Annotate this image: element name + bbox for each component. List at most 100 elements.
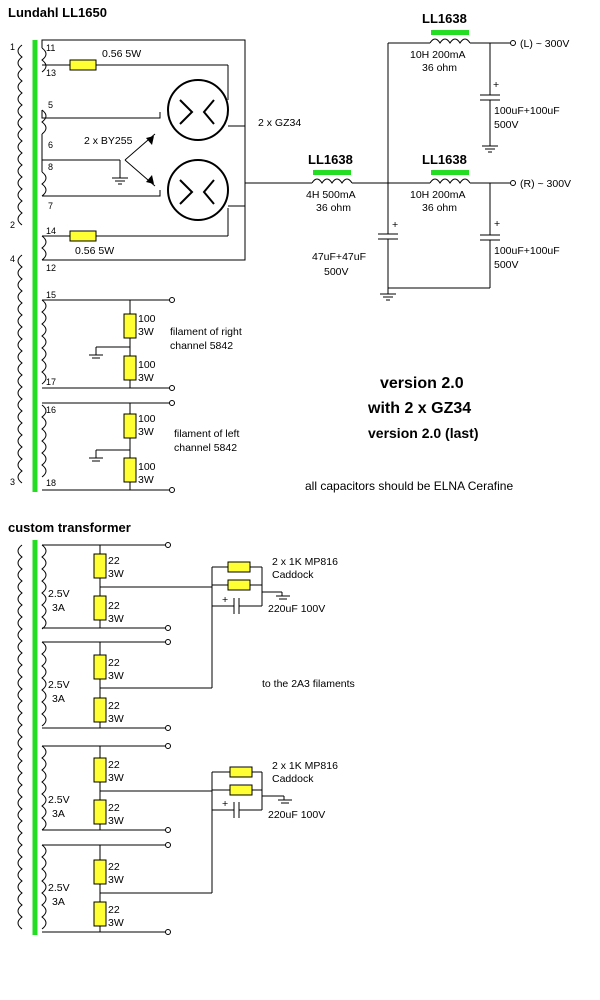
winding-2-resistor-b xyxy=(93,697,107,723)
fil-coil-15-17 xyxy=(41,299,47,385)
winding-3-voltage: 2.5V xyxy=(48,794,70,806)
version-line-2: with 2 x GZ34 xyxy=(367,400,471,417)
winding-3-resistor-a xyxy=(93,757,107,783)
label-cap-a: 220uF 100V xyxy=(268,603,325,615)
label-choke-left-spec1: 10H 200mA xyxy=(410,49,465,61)
winding-4-resistor-b xyxy=(93,901,107,927)
output-right-terminal xyxy=(510,180,516,186)
tube-2-plate-b xyxy=(202,179,215,205)
pin-label-16: 16 xyxy=(46,405,56,415)
choke-right xyxy=(429,178,471,184)
tube-2-plate-a xyxy=(179,179,194,205)
winding-4-res-b-v1: 22 xyxy=(108,904,120,916)
winding-3-current: 3A xyxy=(52,808,65,820)
tube-1-plate-a xyxy=(179,99,194,125)
label-fil-r4-v2: 3W xyxy=(138,474,154,486)
winding-1-terminal-b xyxy=(165,625,171,631)
fil-left-terminal-a xyxy=(169,400,175,406)
label-fil-r2-v2: 3W xyxy=(138,372,154,384)
label-fil-r1-v2: 3W xyxy=(138,326,154,338)
transformer-title-custom: custom transformer xyxy=(8,520,131,535)
resistor-0.56-bottom xyxy=(69,230,97,242)
winding-4-terminal-a xyxy=(165,842,171,848)
winding-1-voltage: 2.5V xyxy=(48,588,70,600)
winding-3-resistor-b xyxy=(93,799,107,825)
pin-label-8: 8 xyxy=(48,162,53,172)
winding-1-res-b-v2: 3W xyxy=(108,613,124,625)
winding-3-res-a-v2: 3W xyxy=(108,772,124,784)
pin-label-5: 5 xyxy=(48,100,53,110)
caddock-a-resistor-1 xyxy=(227,561,251,573)
label-cap-main-v1: 47uF+47uF xyxy=(312,251,366,263)
label-diodes: 2 x BY255 xyxy=(84,135,133,147)
version-line-1: version 2.0 xyxy=(380,375,464,392)
label-choke-right-spec1: 10H 200mA xyxy=(410,189,465,201)
label-fil-r2-v1: 100 xyxy=(138,359,156,371)
diode-1-arrow xyxy=(146,136,154,145)
winding-4-res-a-v2: 3W xyxy=(108,874,124,886)
label-fil-r3-v2: 3W xyxy=(138,426,154,438)
wire-pin5-tube1 xyxy=(41,110,161,119)
label-choke-main-spec1: 4H 500mA xyxy=(306,189,356,201)
pin-label-3: 3 xyxy=(10,477,15,487)
label-choke-main-spec2: 36 ohm xyxy=(316,202,351,214)
label-caddock-a-l2: Caddock xyxy=(272,569,314,581)
pin-label-12: 12 xyxy=(46,263,56,273)
label-fil-right-l1: filament of right xyxy=(170,326,242,338)
pin-label-7: 7 xyxy=(48,201,53,211)
winding-3-terminal-b xyxy=(165,827,171,833)
resistor-fil-r3 xyxy=(123,413,137,439)
label-choke-right-spec2: 36 ohm xyxy=(422,202,457,214)
pin-label-15: 15 xyxy=(46,290,56,300)
pin-label-17: 17 xyxy=(46,377,56,387)
rectifier-tube-1 xyxy=(167,79,229,141)
winding-2-res-a-v1: 22 xyxy=(108,657,120,669)
winding-1-resistor-a xyxy=(93,553,107,579)
cap-a-plus: + xyxy=(222,594,228,606)
label-cap-right-v2: 500V xyxy=(494,259,519,271)
winding-3-res-b-v2: 3W xyxy=(108,815,124,827)
pin-label-18: 18 xyxy=(46,478,56,488)
pin-label-4: 4 xyxy=(10,254,15,264)
winding-3-res-b-v1: 22 xyxy=(108,802,120,814)
winding-2-coil xyxy=(41,641,47,727)
winding-4-res-b-v2: 3W xyxy=(108,917,124,929)
winding-3-res-a-v1: 22 xyxy=(108,759,120,771)
winding-4-current: 3A xyxy=(52,896,65,908)
winding-2-res-b-v1: 22 xyxy=(108,700,120,712)
capacitor-note: all capacitors should be ELNA Cerafine xyxy=(305,479,513,493)
label-out-left: (L) ~ 300V xyxy=(520,38,569,50)
winding-2-voltage: 2.5V xyxy=(48,679,70,691)
resistor-fil-r4 xyxy=(123,457,137,483)
choke-left xyxy=(429,38,471,44)
hv-coil-5-6 xyxy=(41,109,47,135)
fil-right-terminal-a xyxy=(169,297,175,303)
label-cap-left-v1: 100uF+100uF xyxy=(494,105,560,117)
pin-label-13: 13 xyxy=(46,68,56,78)
winding-2-terminal-b xyxy=(165,725,171,731)
winding-4-resistor-a xyxy=(93,859,107,885)
label-fil-r4-v1: 100 xyxy=(138,461,156,473)
cap-b-plus: + xyxy=(222,798,228,810)
pin-label-14: 14 xyxy=(46,226,56,236)
label-caddock-b-l2: Caddock xyxy=(272,773,314,785)
label-cap-b: 220uF 100V xyxy=(268,809,325,821)
label-caddock-b-l1: 2 x 1K MP816 xyxy=(272,760,338,772)
label-choke-main: LL1638 xyxy=(308,152,353,167)
caddock-b-resistor-2 xyxy=(229,784,253,796)
wire-pin7-tube2 xyxy=(42,190,161,197)
pin-label-11: 11 xyxy=(46,43,55,53)
winding-1-res-b-v1: 22 xyxy=(108,600,120,612)
label-fil-right-l2: channel 5842 xyxy=(170,340,233,352)
hv-coil-11-13 xyxy=(41,47,47,73)
label-fil-r3-v1: 100 xyxy=(138,413,156,425)
rectifier-tube-2 xyxy=(167,159,229,221)
fil-coil-16-18 xyxy=(41,404,47,478)
winding-4-res-a-v1: 22 xyxy=(108,861,120,873)
hv-coil-8-7 xyxy=(41,171,47,197)
pin-label-1: 1 xyxy=(10,42,15,52)
cap-left-plus: + xyxy=(493,79,499,91)
winding-2-terminal-a xyxy=(165,639,171,645)
pin-label-2: 2 xyxy=(10,220,15,230)
winding-1-current: 3A xyxy=(52,602,65,614)
